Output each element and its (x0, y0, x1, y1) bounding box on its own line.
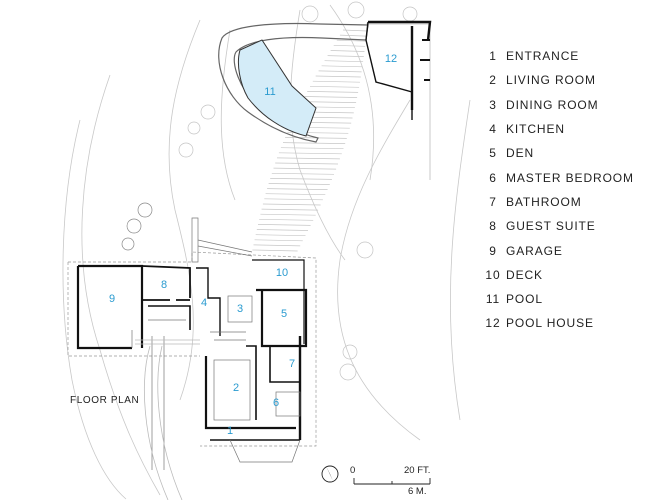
legend-number: 10 (485, 267, 501, 282)
legend-item: 5 DEN (484, 141, 644, 165)
interior-details (131, 217, 301, 470)
garden-steps (252, 29, 368, 252)
pool (218, 22, 369, 143)
legend-item: 9 GARAGE (484, 238, 644, 262)
site-boundary (67, 251, 317, 447)
legend-label: GUEST SUITE (506, 219, 596, 234)
legend-label: POOL HOUSE (506, 316, 594, 331)
scale-zero: 0 (350, 465, 355, 476)
room-number-8: 8 (161, 279, 167, 291)
room-numbers: 9 8 4 3 10 5 7 2 6 1 11 12 (109, 53, 397, 437)
legend-label: ENTRANCE (506, 49, 580, 64)
trees (121, 1, 418, 381)
legend-item: 8 GUEST SUITE (484, 214, 644, 238)
legend-label: LIVING ROOM (506, 73, 596, 88)
legend-number: 12 (485, 316, 501, 331)
room-number-3: 3 (237, 303, 243, 315)
room-number-7: 7 (289, 358, 295, 370)
legend-item: 12 POOL HOUSE (484, 311, 644, 335)
legend-label: DINING ROOM (506, 97, 599, 112)
legend-label: KITCHEN (506, 122, 565, 137)
legend-number: 11 (485, 292, 501, 307)
legend-label: DEN (506, 146, 535, 161)
legend-number: 5 (489, 146, 497, 161)
legend-label: MASTER BEDROOM (506, 170, 634, 185)
room-number-11: 11 (264, 86, 275, 98)
legend-label: BATHROOM (506, 194, 582, 209)
plan-label: FLOOR PLAN (70, 395, 139, 406)
legend-label: POOL (506, 292, 543, 307)
room-number-2: 2 (233, 382, 239, 394)
house-walls (76, 259, 308, 441)
legend-number: 8 (489, 219, 497, 234)
legend-item: 6 MASTER BEDROOM (484, 165, 644, 189)
legend-number: 1 (489, 49, 497, 64)
scale-meters: 6 M. (408, 486, 426, 497)
scale-feet: 20 FT. (404, 465, 430, 476)
legend-number: 7 (489, 194, 497, 209)
legend-item: 2 LIVING ROOM (484, 68, 644, 92)
legend-label: GARAGE (506, 243, 563, 258)
legend-item: 1 ENTRANCE (484, 44, 644, 68)
north-arrow-icon (321, 465, 339, 483)
legend-number: 3 (489, 97, 497, 112)
legend-number: 4 (489, 122, 497, 137)
legend-item: 10 DECK (484, 263, 644, 287)
room-number-9: 9 (109, 293, 115, 305)
room-number-6: 6 (273, 397, 279, 409)
legend-number: 2 (489, 73, 497, 88)
legend-item: 7 BATHROOM (484, 190, 644, 214)
pool-house (365, 20, 432, 180)
legend-item: 4 KITCHEN (484, 117, 644, 141)
legend-item: 11 POOL (484, 287, 644, 311)
room-legend: 1 ENTRANCE 2 LIVING ROOM 3 DINING ROOM 4 KITCHE… (484, 44, 644, 336)
room-number-5: 5 (281, 308, 287, 320)
room-number-4: 4 (201, 297, 207, 309)
scale-bar: 0 20 FT. 6 M. (350, 465, 431, 497)
legend-number: 6 (489, 170, 497, 185)
room-number-1: 1 (227, 425, 233, 437)
room-number-12: 12 (385, 53, 397, 65)
legend-label: DECK (506, 267, 543, 282)
legend-number: 9 (489, 243, 497, 258)
room-number-10: 10 (276, 267, 288, 279)
driveway (135, 339, 200, 500)
legend-item: 3 DINING ROOM (484, 93, 644, 117)
